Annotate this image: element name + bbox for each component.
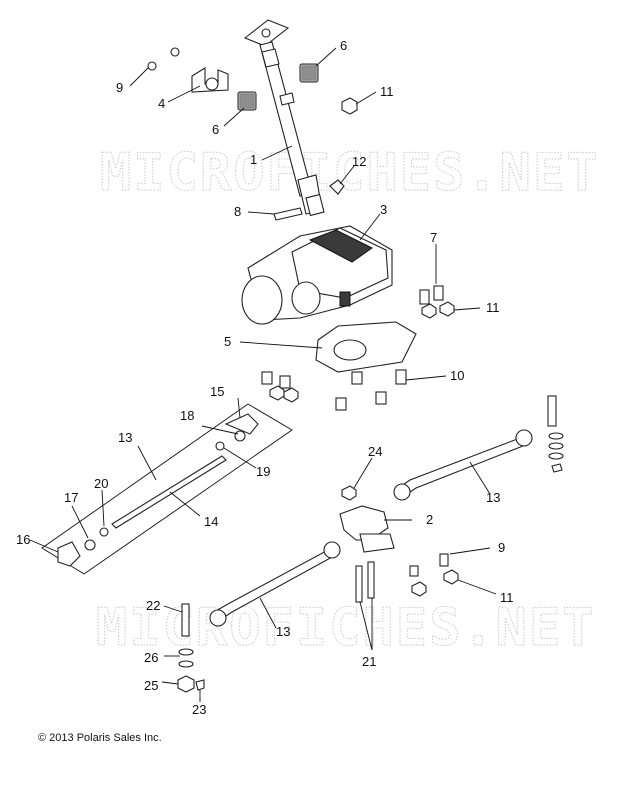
callout-3: 3: [380, 202, 387, 217]
bolt-22: [181, 603, 190, 637]
bolt-7b: [433, 285, 444, 301]
callout-9a: 9: [116, 80, 123, 95]
bushing-upper: [299, 63, 319, 83]
callout-13c: 13: [276, 624, 290, 639]
watermark-bottom: MICROFICHES.NET: [96, 598, 596, 658]
callout-16: 16: [16, 532, 30, 547]
callout-14: 14: [204, 514, 218, 529]
eps-unit: [241, 225, 393, 325]
bolt-21a: [355, 565, 363, 603]
callout-23: 23: [192, 702, 206, 717]
bolt-21b: [367, 561, 375, 599]
callout-8: 8: [234, 204, 241, 219]
bolt-7a: [419, 289, 430, 305]
nut-11-lower-a: [411, 581, 427, 597]
nut-11-lower-b: [443, 569, 459, 585]
callout-26: 26: [144, 650, 158, 665]
callout-11b: 11: [486, 300, 500, 315]
callout-25: 25: [144, 678, 158, 693]
callout-12: 12: [352, 154, 366, 169]
bolt-lower-b: [409, 565, 419, 577]
callout-7: 7: [430, 230, 437, 245]
callout-9b: 9: [498, 540, 505, 555]
copyright-notice: © 2013 Polaris Sales Inc.: [38, 732, 162, 744]
washer-19: [215, 441, 225, 451]
watermark-top: MICROFICHES.NET: [100, 143, 600, 203]
callout-13b: 13: [486, 490, 500, 505]
nut-20: [99, 527, 109, 537]
rod-14: [111, 455, 227, 529]
callout-15: 15: [210, 384, 224, 399]
nut-11b: [439, 301, 455, 317]
mounting-plate: [315, 321, 417, 373]
nut-25: [177, 675, 195, 693]
bolts-10: [261, 369, 407, 411]
washer-26a: [178, 648, 194, 656]
column-clamp: [191, 67, 229, 93]
callout-11a: 11: [380, 84, 394, 99]
callout-19: 19: [256, 464, 270, 479]
callout-labels: 1 2 3 4 5 6 6 7 8 9 9 10 11 11 11 12 13 …: [16, 38, 514, 717]
tie-rod-kit-box: [41, 403, 293, 575]
callout-18: 18: [180, 408, 194, 423]
jam-nut-17: [84, 539, 96, 551]
callout-21: 21: [362, 654, 376, 669]
nut-11-top: [341, 97, 358, 115]
screw-top: [170, 47, 180, 57]
callout-17: 17: [64, 490, 78, 505]
callout-20: 20: [94, 476, 108, 491]
tie-rod-right-end-a: [393, 483, 411, 501]
callout-5: 5: [224, 334, 231, 349]
callout-22: 22: [146, 598, 160, 613]
steering-column: [243, 19, 325, 217]
bushing-lower: [237, 91, 257, 111]
rod-end-15: [224, 413, 259, 435]
callout-13a: 13: [118, 430, 132, 445]
nut-11a: [421, 303, 437, 319]
washer-26b: [178, 660, 194, 668]
bolt-right: [547, 395, 557, 427]
callout-11c: 11: [500, 590, 514, 605]
pin-23: [195, 679, 205, 691]
callout-1: 1: [250, 152, 257, 167]
bolt-8: [273, 207, 303, 221]
callout-10: 10: [450, 368, 464, 383]
bolt-9-lower: [439, 553, 449, 567]
screw-9-top: [147, 61, 157, 71]
callout-6a: 6: [340, 38, 347, 53]
tie-rod-right: [397, 437, 530, 497]
tie-rod-lower-end-b: [323, 541, 341, 559]
callout-4: 4: [158, 96, 165, 111]
nut-24: [341, 485, 357, 501]
callout-6b: 6: [212, 122, 219, 137]
callout-24: 24: [368, 444, 382, 459]
tie-rod-right-end-b: [515, 429, 533, 447]
callout-2: 2: [426, 512, 433, 527]
jam-nut-18: [234, 430, 246, 442]
rod-end-16: [57, 541, 81, 567]
leader-lines: [29, 47, 497, 702]
tie-rod-lower-end-a: [209, 609, 227, 627]
